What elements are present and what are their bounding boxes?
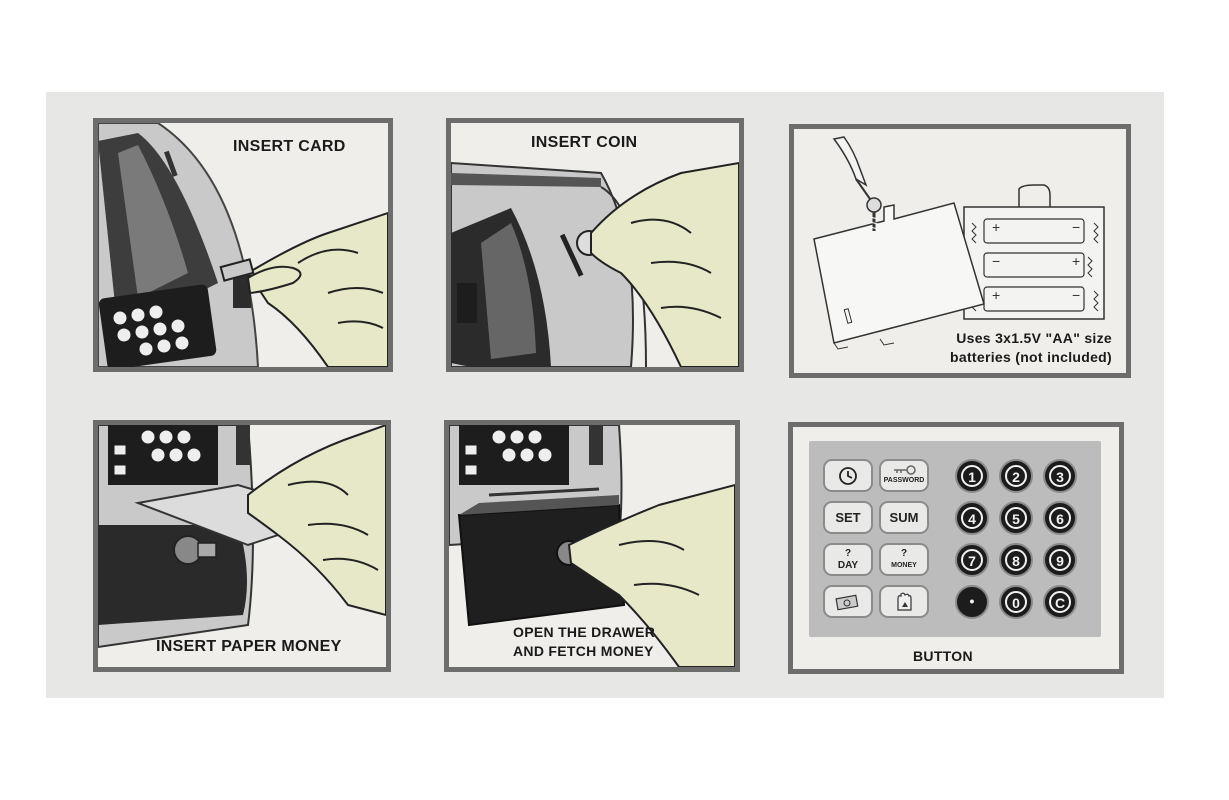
caption-batteries-line2: batteries (not included) <box>950 349 1112 365</box>
panel-insert-card: INSERT CARD <box>93 118 393 372</box>
day-label: DAY <box>837 559 859 571</box>
digit-key-1[interactable]: 1 <box>955 459 989 493</box>
battery-2-minus: − <box>992 253 1001 269</box>
caption-insert-coin: INSERT COIN <box>531 134 638 151</box>
dot-key[interactable]: • <box>955 585 989 619</box>
sum-label: SUM <box>889 509 919 525</box>
caption-insert-paper-money: INSERT PAPER MONEY <box>156 638 342 655</box>
instruction-card: INSERT CARD INSERT COIN <box>46 92 1164 698</box>
insert-paper-money-illustration <box>98 425 386 649</box>
digit-key-8[interactable]: 8 <box>999 543 1033 577</box>
digit-label: 0 <box>1005 591 1027 613</box>
set-button[interactable]: SET <box>823 501 873 534</box>
digit-key-0[interactable]: 0 <box>999 585 1033 619</box>
digit-label: 9 <box>1049 549 1071 571</box>
digit-key-9[interactable]: 9 <box>1043 543 1077 577</box>
digit-label: 3 <box>1049 465 1071 487</box>
caption-open-drawer-line2: AND FETCH MONEY <box>513 643 654 659</box>
panel-open-drawer: OPEN THE DRAWER AND FETCH MONEY <box>444 420 740 672</box>
digit-key-2[interactable]: 2 <box>999 459 1033 493</box>
day-button[interactable]: ? DAY <box>823 543 873 576</box>
keypad: PASSWORD SET SUM ? DAY ? MONEY <box>809 441 1101 637</box>
battery-compartment-illustration <box>813 136 1105 350</box>
open-drawer-illustration <box>449 425 735 667</box>
digit-key-5[interactable]: 5 <box>999 501 1033 535</box>
key-icon <box>894 464 916 475</box>
digit-label: 1 <box>961 465 983 487</box>
battery-1-minus: − <box>1072 219 1081 235</box>
hand-icon <box>897 592 912 611</box>
clear-key[interactable]: C <box>1043 585 1077 619</box>
digit-label: 6 <box>1049 507 1071 529</box>
caption-open-drawer-line1: OPEN THE DRAWER <box>513 624 656 640</box>
money-label: MONEY <box>891 561 917 569</box>
digit-label: 8 <box>1005 549 1027 571</box>
digit-key-4[interactable]: 4 <box>955 501 989 535</box>
hand-button[interactable] <box>879 585 929 618</box>
clock-button[interactable] <box>823 459 873 492</box>
panel-insert-paper-money: INSERT PAPER MONEY <box>93 420 391 672</box>
digit-label: 2 <box>1005 465 1027 487</box>
password-label: PASSWORD <box>883 476 925 484</box>
panel-batteries: + − − + + − Uses 3x1.5V "AA" size batter… <box>789 124 1131 378</box>
battery-3-minus: − <box>1072 287 1081 303</box>
caption-insert-card: INSERT CARD <box>233 138 346 155</box>
battery-3-plus: + <box>992 287 1001 303</box>
day-question-mark: ? <box>844 547 852 559</box>
digit-label: 4 <box>961 507 983 529</box>
insert-coin-illustration <box>451 161 739 367</box>
caption-button: BUTTON <box>913 648 973 664</box>
banknote-button[interactable] <box>823 585 873 618</box>
caption-batteries-line1: Uses 3x1.5V "AA" size <box>956 330 1112 346</box>
digit-label: C <box>1049 591 1071 613</box>
panel-button: PASSWORD SET SUM ? DAY ? MONEY <box>788 422 1124 674</box>
battery-2-plus: + <box>1072 253 1081 269</box>
digit-key-7[interactable]: 7 <box>955 543 989 577</box>
money-button[interactable]: ? MONEY <box>879 543 929 576</box>
money-question-mark: ? <box>900 547 908 559</box>
sum-button[interactable]: SUM <box>879 501 929 534</box>
digit-label: • <box>969 593 975 609</box>
digit-key-3[interactable]: 3 <box>1043 459 1077 493</box>
digit-label: 7 <box>961 549 983 571</box>
digit-key-6[interactable]: 6 <box>1043 501 1077 535</box>
insert-card-illustration <box>98 123 388 367</box>
panel-insert-coin: INSERT COIN <box>446 118 744 372</box>
battery-1-plus: + <box>992 219 1001 235</box>
digit-label: 5 <box>1005 507 1027 529</box>
banknote-icon <box>835 594 859 610</box>
password-button[interactable]: PASSWORD <box>879 459 929 492</box>
clock-icon <box>839 466 857 485</box>
set-label: SET <box>835 509 861 525</box>
